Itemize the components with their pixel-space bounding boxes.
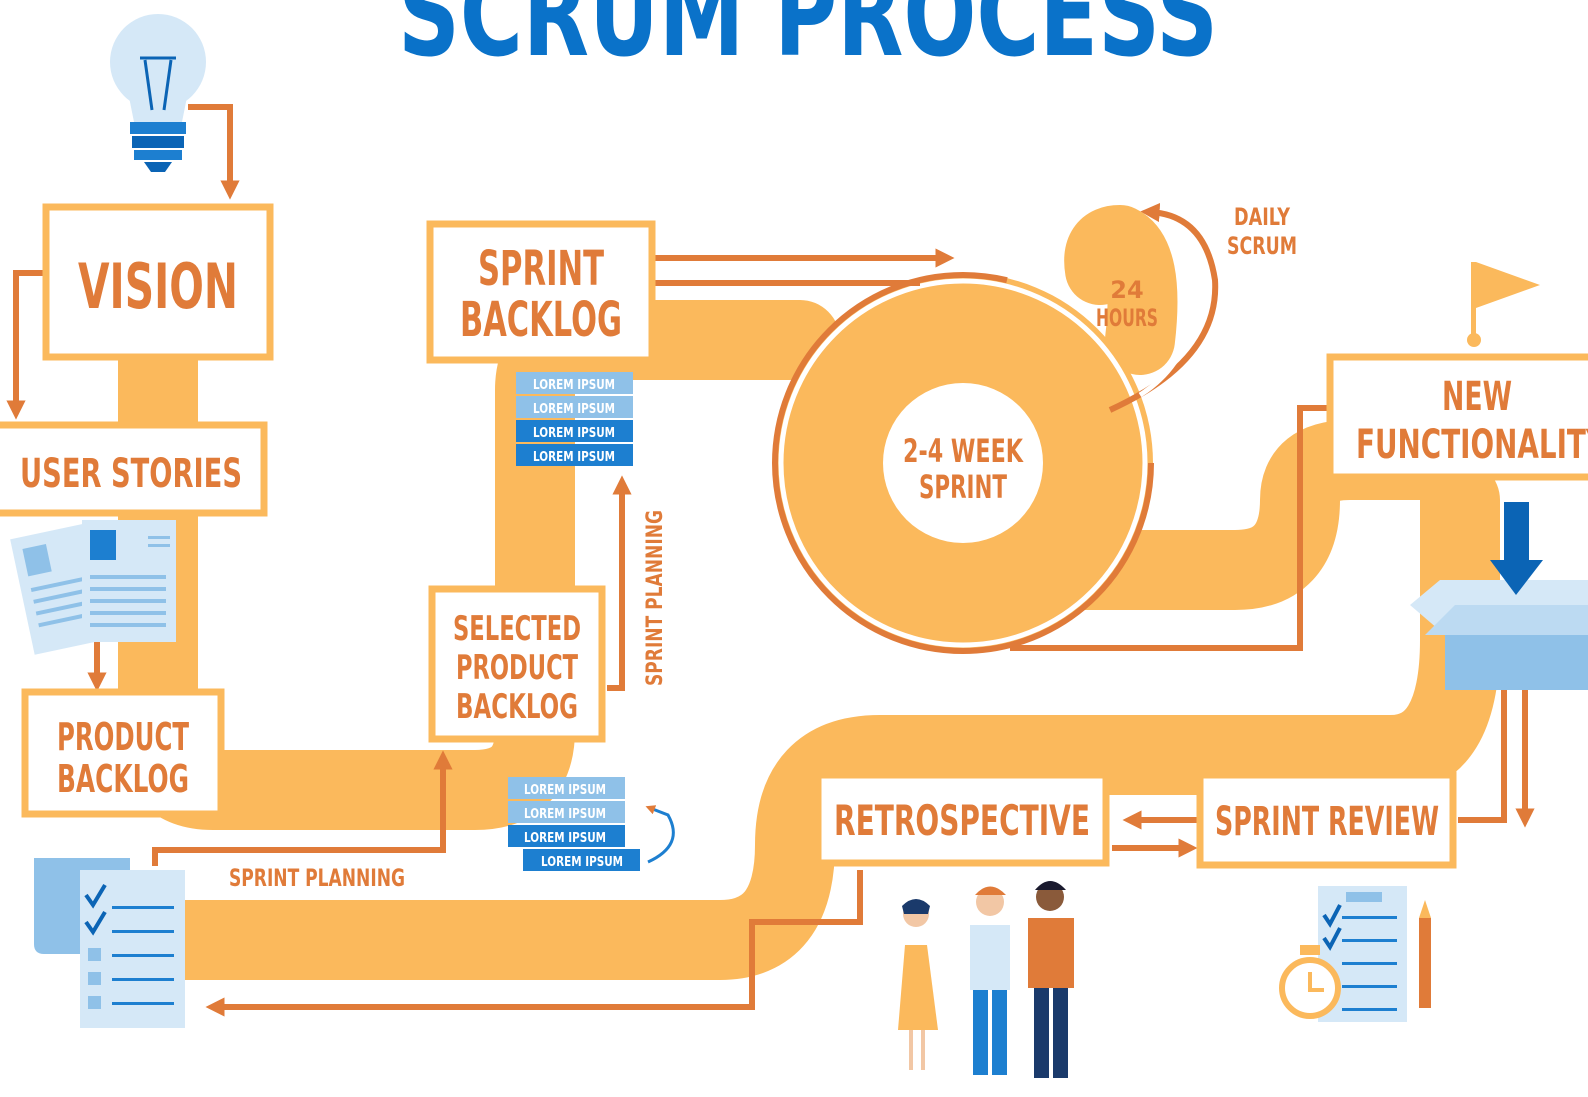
stage-new-functionality: NEW FUNCTIONALITY [1326, 353, 1588, 481]
stage-sprint-center: 2-4 WEEK SPRINT [903, 432, 1024, 506]
lorem-top-3: LOREM IPSUM [533, 426, 615, 441]
arrow-bulb-to-vision [188, 104, 240, 200]
arrow-lorem-cycle [645, 805, 675, 864]
arrow-backlog-to-selected [152, 750, 453, 866]
retrospective-label: RETROSPECTIVE [834, 796, 1090, 845]
lorem-top-4: LOREM IPSUM [533, 450, 615, 465]
arrow-retro-to-backlog [205, 870, 863, 1017]
stage-product-backlog: PRODUCT BACKLOG [21, 688, 225, 818]
page-title: SCRUM PROCESS [398, 0, 1218, 83]
sprint-planning-horizontal-label: SPRINT PLANNING [229, 864, 405, 892]
pencil-icon [1419, 900, 1431, 1008]
people-icon [898, 881, 1074, 1078]
arrow-vision-to-stories [6, 270, 45, 420]
hours-line2: HOURS [1096, 304, 1158, 332]
sprint-backlog-line1: SPRINT [478, 241, 604, 297]
new-functionality-line1: NEW [1442, 374, 1512, 420]
selected-line3: BACKLOG [456, 687, 578, 727]
lorem-bottom-4: LOREM IPSUM [541, 855, 623, 870]
sprint-backlog-line2: BACKLOG [460, 292, 622, 348]
product-backlog-line2: BACKLOG [57, 757, 189, 801]
sprint-planning-vertical-label: SPRINT PLANNING [643, 510, 668, 686]
product-backlog-line1: PRODUCT [57, 715, 189, 759]
daily-scrum-line2: SCRUM [1227, 232, 1297, 260]
new-functionality-line2: FUNCTIONALITY [1356, 422, 1588, 468]
connector-arrows [6, 104, 1535, 1017]
stage-retrospective: RETROSPECTIVE [814, 771, 1110, 867]
sprint-line2: SPRINT [919, 468, 1007, 506]
lorem-stack-bottom: LOREM IPSUM LOREM IPSUM LOREM IPSUM LORE… [508, 777, 640, 871]
stage-sprint-backlog: SPRINT BACKLOG [426, 220, 656, 364]
daily-scrum-line1: DAILY [1234, 203, 1290, 231]
checklist-icon [34, 858, 185, 1028]
lorem-top-1: LOREM IPSUM [533, 378, 615, 393]
vision-label: VISION [78, 250, 238, 323]
lorem-bottom-1: LOREM IPSUM [524, 783, 606, 798]
lorem-bottom-2: LOREM IPSUM [524, 807, 606, 822]
documents-icon [10, 520, 176, 655]
lorem-stack-top: LOREM IPSUM LOREM IPSUM LOREM IPSUM LORE… [516, 372, 633, 466]
stage-selected-product-backlog: SELECTED PRODUCT BACKLOG [428, 585, 606, 743]
lorem-bottom-3: LOREM IPSUM [524, 831, 606, 846]
arrow-functionality-down [1458, 690, 1507, 823]
stage-vision: VISION [42, 203, 274, 361]
hours-label-group: 24 HOURS [1096, 276, 1158, 332]
lorem-top-2: LOREM IPSUM [533, 402, 615, 417]
hours-line1: 24 [1110, 276, 1143, 304]
daily-scrum-group: DAILY SCRUM [1227, 203, 1297, 260]
stage-user-stories: USER STORIES [0, 421, 268, 517]
stage-sprint-review: SPRINT REVIEW [1196, 771, 1457, 869]
sprint-cycle [772, 202, 1219, 654]
selected-line1: SELECTED [453, 609, 581, 649]
user-stories-label: USER STORIES [20, 451, 242, 497]
sprint-line1: 2-4 WEEK [903, 432, 1024, 470]
arrow-selected-to-sprint-backlog [607, 475, 632, 691]
selected-line2: PRODUCT [456, 648, 579, 688]
flag-icon [1467, 262, 1540, 347]
lightbulb-icon [110, 14, 206, 172]
arrow-sprint-to-functionality [1010, 405, 1328, 651]
sprint-review-label: SPRINT REVIEW [1215, 799, 1439, 845]
box-icon [1410, 502, 1588, 690]
stopwatch-icon [1279, 945, 1341, 1019]
